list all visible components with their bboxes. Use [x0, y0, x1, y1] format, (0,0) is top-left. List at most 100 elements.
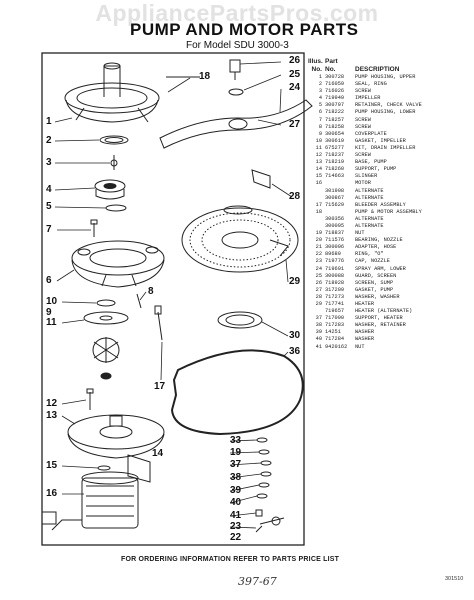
row-part-no: 719657 — [325, 308, 345, 315]
row-description: WASHER — [355, 329, 375, 336]
row-description: COVERPLATE — [355, 130, 387, 137]
row-description: SCREW — [355, 116, 371, 123]
row-part-no: 718260 — [325, 166, 345, 173]
sump-screen-part — [181, 207, 299, 273]
document-number: 301510 — [445, 576, 464, 582]
row-illus-no: 5 — [318, 102, 322, 109]
washer-clip-part — [251, 169, 271, 189]
callout-16: 16 — [46, 488, 58, 499]
row-description: HEATER — [355, 301, 375, 307]
row-part-no — [325, 209, 355, 216]
row-illus-no: 16 — [315, 180, 322, 187]
screw-12-part — [86, 388, 94, 410]
row-description: GASKET, PUMP — [355, 286, 394, 293]
row-part-no: 300619 — [325, 137, 345, 144]
row-description: SCREW — [355, 152, 371, 159]
row-description: BASE, PUMP — [355, 159, 387, 166]
row-illus-no: 18 — [315, 208, 322, 215]
row-illus-no: 22 — [315, 251, 322, 258]
row-part-no: 300654 — [325, 130, 345, 137]
row-description: SUPPORT, HEATER — [355, 315, 403, 322]
row-part-no: 317209 — [325, 286, 345, 293]
row-illus-no: 4 — [318, 95, 322, 102]
handwritten-note: 397-67 — [238, 575, 277, 588]
row-illus-no: 20 — [315, 237, 322, 244]
drain-impeller-kit-part — [92, 337, 120, 380]
screw-8-part — [136, 293, 142, 309]
parts-list-header-2: No. No. DESCRIPTION — [311, 66, 400, 73]
row-illus-no: 6 — [318, 109, 322, 116]
row-illus-no — [308, 195, 325, 202]
callout-37: 37 — [230, 459, 242, 470]
impeller-part — [94, 179, 126, 200]
upper-pump-housing-part — [64, 62, 160, 123]
callout-6: 6 — [46, 275, 52, 286]
row-part-no: 301908 — [325, 187, 345, 194]
callout-23: 23 — [230, 521, 242, 532]
row-illus-no: 11 — [315, 144, 322, 151]
callout-27: 27 — [289, 119, 301, 130]
row-part-no: 9420162 — [325, 343, 348, 350]
row-description: SCREW — [355, 123, 371, 130]
slinger-part — [97, 465, 111, 471]
watermark: AppliancePartsPros.com — [95, 0, 379, 26]
screw-7-part — [90, 219, 98, 237]
lower-pump-housing-part — [71, 240, 165, 288]
bleeder-assembly-part — [154, 305, 163, 341]
row-description: SUPPORT, PUMP — [355, 166, 397, 173]
row-description: SPRAY ARM, LOWER — [355, 265, 406, 272]
row-illus-no: 28 — [315, 293, 322, 300]
row-part-no: 711576 — [325, 237, 345, 244]
row-illus-no: 3 — [318, 88, 322, 95]
row-illus-no: 10 — [315, 137, 322, 144]
row-description: NUT — [355, 343, 365, 350]
model-subtitle: For Model SDU 3000-3 — [186, 40, 289, 51]
callout-40: 40 — [230, 497, 242, 508]
row-part-no: 717741 — [325, 301, 345, 307]
row-part-no: 300797 — [325, 102, 345, 109]
coverplate-part — [83, 311, 129, 325]
callout-30: 30 — [289, 330, 301, 341]
row-illus-no: 24 — [315, 265, 322, 272]
row-illus-no: 1 — [318, 74, 322, 80]
callout-13: 13 — [46, 410, 58, 421]
row-illus-no: 13 — [315, 159, 322, 166]
pump-support-part — [127, 454, 151, 483]
row-description: WASHER — [355, 336, 375, 343]
row-description: BEARING, NOZZLE — [355, 237, 403, 244]
row-illus-no: 29 — [315, 301, 322, 307]
row-part-no: 89689 — [325, 251, 341, 258]
row-part-no: 300088 — [325, 272, 345, 279]
motor-part — [41, 471, 139, 531]
callout-18: 18 — [199, 71, 211, 82]
row-description: WASHER, WASHER — [355, 293, 400, 300]
callout-22: 22 — [230, 532, 242, 543]
row-description: ALTERNATE — [355, 194, 384, 201]
callout-28: 28 — [289, 191, 301, 202]
callout-5: 5 — [46, 201, 52, 212]
row-illus-no — [308, 308, 325, 315]
callout-11: 11 — [46, 317, 57, 328]
callout-17: 17 — [154, 381, 166, 392]
row-part-no: 718928 — [325, 279, 345, 286]
callout-9: 9 — [46, 307, 52, 318]
row-illus-no — [308, 223, 325, 230]
leader-lines — [54, 61, 293, 529]
row-part-no: 718258 — [325, 123, 345, 130]
row-part-no: 300728 — [325, 74, 345, 80]
row-description: MOTOR — [355, 180, 371, 187]
row-description: PUMP HOUSING, UPPER — [355, 74, 416, 80]
row-description: ALTERNATE — [355, 222, 384, 229]
